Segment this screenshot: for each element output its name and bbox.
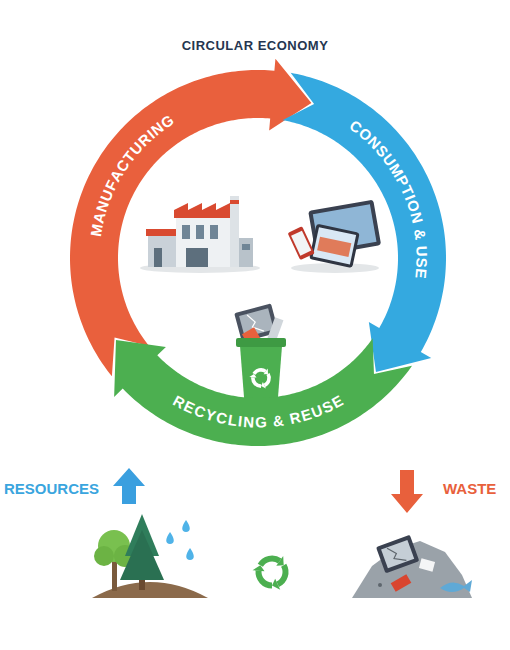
band-label: MANUFACTURING [68, 56, 314, 379]
factory-window [242, 244, 250, 250]
band-shape [112, 336, 415, 448]
screen-crack [387, 544, 406, 566]
recycle-symbol [249, 368, 273, 388]
water-drop [182, 520, 190, 532]
chimney-stripe [230, 200, 239, 204]
cycle-band: CONSUMPTION & USE [280, 70, 448, 374]
water-drop [186, 548, 194, 560]
factory-door [186, 248, 208, 267]
devices-shadow [291, 263, 379, 273]
band-letter: N [243, 414, 255, 430]
band-label: RECYCLING & REUSE [112, 336, 415, 448]
factory-hall [176, 216, 232, 267]
band-arrow [70, 59, 311, 377]
factory-window [210, 225, 218, 239]
tablet-picture [317, 237, 351, 257]
tin-can [391, 574, 412, 592]
band-letter: U [414, 245, 429, 256]
band-letter: M [88, 223, 105, 238]
factory-roof [174, 203, 230, 218]
band-letter: & [272, 413, 285, 429]
broken-monitor [376, 535, 419, 574]
phone [288, 226, 315, 260]
band-letter: I [237, 413, 243, 428]
factory-window [182, 225, 190, 239]
factory-window [196, 225, 204, 239]
factory-chimney [230, 196, 239, 267]
band-letter: G [255, 414, 267, 429]
recycle-symbol [252, 556, 291, 590]
tablet [309, 224, 360, 268]
tablet-screen [313, 227, 356, 264]
tree-crown [94, 546, 114, 566]
band-letter [414, 240, 429, 246]
phone-screen [291, 231, 311, 256]
devices-icon [288, 200, 382, 273]
paper-scrap [419, 558, 435, 571]
band-letter: C [215, 409, 229, 426]
cycle-band: RECYCLING & REUSE [112, 336, 415, 448]
resources-icon [92, 514, 208, 598]
factory-roof [146, 229, 180, 236]
waste-pile-icon [352, 535, 472, 598]
band-arrow [114, 338, 412, 446]
monitor-frame [376, 535, 419, 574]
band-label: CONSUMPTION & USE [280, 70, 448, 374]
waste-label: WASTE [443, 480, 496, 497]
band-arrow [282, 73, 446, 372]
fish-skeleton [440, 580, 472, 592]
bin-rim [236, 338, 286, 347]
waste-speck [378, 583, 382, 587]
phone-body [288, 226, 315, 260]
factory-wing [239, 238, 253, 267]
monitor-screen [381, 540, 414, 568]
factory-annex [148, 236, 178, 267]
band-letter: N [408, 210, 425, 224]
band-letter [267, 414, 272, 429]
cycle-band: MANUFACTURING [68, 56, 314, 379]
tablet-frame [309, 224, 360, 268]
band-letter: E [413, 268, 429, 279]
band-letter: & [412, 228, 428, 241]
waste-arrow [391, 470, 423, 513]
resources-arrow [113, 468, 145, 504]
soil-mound [92, 582, 208, 598]
diagram-title: CIRCULAR ECONOMY [0, 38, 510, 53]
factory-door [154, 248, 162, 267]
band-shape [280, 70, 448, 374]
band-letter: L [227, 412, 238, 428]
tin-can [267, 317, 283, 341]
band-letter: S [414, 257, 429, 267]
water-drop [166, 532, 174, 544]
factory-icon [140, 196, 260, 273]
resources-label: RESOURCES [4, 480, 99, 497]
pine-crown [120, 530, 164, 580]
